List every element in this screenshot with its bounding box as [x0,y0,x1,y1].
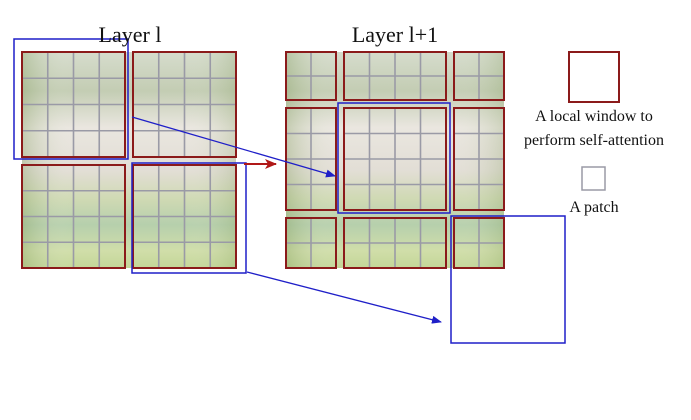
window-l-top-left [21,51,126,158]
shifted-window-outlines [13,38,566,344]
arrows [131,116,442,324]
shift-box-layer-l1-bottom-right [450,215,566,344]
legend-window-line1: A local window to [535,108,653,125]
legend-patch-swatch [581,166,606,191]
window-l-bottom-left [21,164,126,269]
shift-box-layer-l1-center [337,102,451,214]
window-l1-top-left [285,51,337,101]
window-l1-mid-left [285,107,337,211]
title-layer-l1: Layer l+1 [352,22,438,47]
window-l-bottom-right [132,164,237,269]
shift-box-middle [131,162,247,274]
window-l1-top-center [343,51,447,101]
window-l-top-right [132,51,237,158]
legend-window-swatch [568,51,620,103]
window-l1-mid-center [343,107,447,211]
patch-grids [22,52,504,268]
title-layer-l: Layer l [99,22,162,47]
legend: A local window to perform self-attention… [524,51,664,216]
blue-arrow-lower [246,271,442,324]
legend-window-line2: perform self-attention [524,132,664,149]
photo-layer-l [22,52,236,268]
legend-patch-label: A patch [569,199,618,216]
window-l1-bottom-center [343,217,447,269]
blue-arrow-upper [131,116,336,178]
local-windows [21,51,505,269]
window-l1-bottom-left [285,217,337,269]
window-l1-bottom-right [453,217,505,269]
shift-box-top-left [13,38,129,160]
window-l1-mid-right [453,107,505,211]
window-l1-top-right [453,51,505,101]
